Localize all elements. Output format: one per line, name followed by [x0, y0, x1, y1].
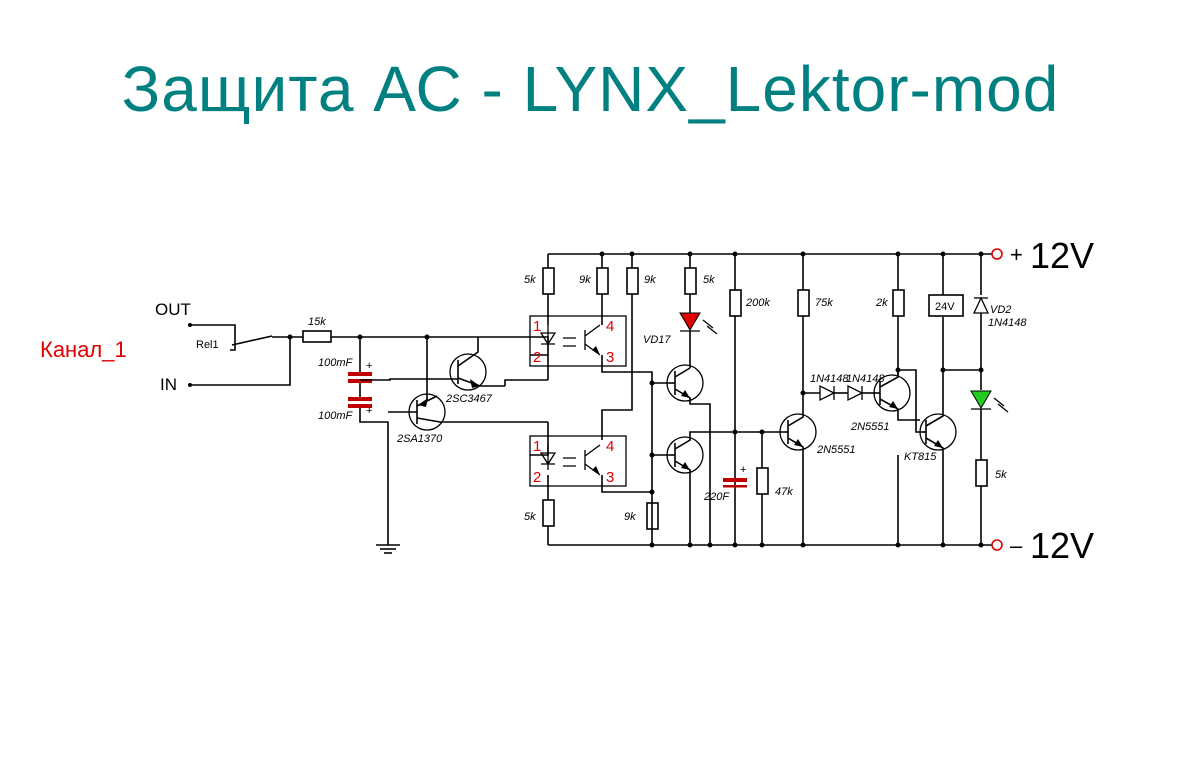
svg-text:100mF: 100mF	[318, 357, 354, 369]
svg-text:220F: 220F	[703, 491, 730, 503]
svg-text:1N4148: 1N4148	[846, 373, 885, 385]
resistor-5k-green: 5k	[975, 459, 1007, 487]
transistor-2sc3467: 2SC3467	[360, 337, 505, 405]
svg-text:4: 4	[606, 438, 614, 455]
svg-text:+: +	[366, 405, 372, 417]
svg-text:+: +	[740, 464, 746, 476]
in-label: IN	[160, 375, 177, 394]
channel-label: Канал_1	[40, 337, 127, 362]
svg-text:2N5551: 2N5551	[850, 421, 890, 433]
relay-contacts: Rel1	[188, 323, 291, 387]
resistor-75k: 75k	[797, 289, 833, 317]
svg-text:3: 3	[606, 349, 614, 366]
optocoupler-1: 1 2 4 3	[529, 315, 627, 367]
vpos-terminal	[991, 248, 1003, 260]
svg-text:200k: 200k	[745, 297, 770, 309]
vneg-label: 12V	[1030, 525, 1094, 566]
ground-symbol	[376, 544, 400, 554]
out-label: OUT	[155, 300, 191, 319]
led-green	[970, 390, 1009, 413]
svg-text:9k: 9k	[644, 274, 656, 286]
resistor-47k: 47k	[756, 467, 793, 498]
resistor-5k-opto1: 5k	[524, 267, 555, 295]
resistor-9k-bottom: 9k	[624, 502, 659, 530]
svg-text:75k: 75k	[815, 297, 833, 309]
transistor-mid-top	[666, 364, 711, 545]
svg-text:24V: 24V	[935, 301, 955, 313]
svg-text:2k: 2k	[875, 297, 888, 309]
diode-vd2: VD2 1N4148	[972, 296, 1027, 329]
svg-text:3: 3	[606, 469, 614, 486]
relay-coil-24v: 24V	[928, 294, 964, 317]
transistor-2sa1370: 2SA1370	[388, 379, 548, 445]
svg-text:VD17: VD17	[643, 334, 671, 346]
svg-text:1: 1	[533, 318, 541, 335]
svg-text:2SA1370: 2SA1370	[396, 433, 443, 445]
svg-text:4: 4	[606, 318, 614, 335]
capacitor-100mf-1: 100mF +	[318, 337, 372, 383]
svg-text:1N4148: 1N4148	[988, 317, 1027, 329]
transistor-kt815: KT815	[904, 317, 957, 545]
svg-text:KT815: KT815	[904, 451, 937, 463]
svg-text:5k: 5k	[703, 274, 715, 286]
svg-text:1: 1	[533, 438, 541, 455]
resistor-5k-led: 5k	[684, 267, 715, 295]
svg-text:1N4148: 1N4148	[810, 373, 849, 385]
page-title: Защита АС - LYNX_Lektor-mod	[121, 53, 1060, 125]
transistor-mid-bottom	[666, 431, 735, 545]
svg-text:2N5551: 2N5551	[816, 444, 856, 456]
capacitor-100mf-2: 100mF +	[318, 383, 389, 545]
resistor-9k-opto2: 9k	[626, 267, 656, 295]
svg-text:9k: 9k	[624, 511, 636, 523]
svg-text:47k: 47k	[775, 486, 793, 498]
vneg-terminal	[991, 539, 1003, 551]
svg-text:5k: 5k	[995, 469, 1007, 481]
led-red-vd17: VD17	[643, 312, 718, 346]
resistor-2k: 2k	[875, 289, 905, 317]
svg-text:2: 2	[533, 469, 541, 486]
capacitor-220f: + 220F	[703, 464, 747, 503]
svg-text:9k: 9k	[579, 274, 591, 286]
svg-text:2SC3467: 2SC3467	[445, 393, 493, 405]
transistor-2n5551-1: 2N5551	[779, 412, 856, 545]
resistor-15k: 15k	[302, 316, 332, 343]
svg-text:VD2: VD2	[990, 304, 1011, 316]
transistor-2n5551-2: 2N5551	[850, 370, 920, 433]
optocoupler-2: 1 2 4 3	[529, 435, 627, 487]
relay-label: Rel1	[196, 339, 219, 351]
svg-text:5k: 5k	[524, 274, 536, 286]
svg-text:5k: 5k	[524, 511, 536, 523]
svg-text:100mF: 100mF	[318, 410, 354, 422]
minus-sign: –	[1010, 533, 1023, 558]
svg-text:2: 2	[533, 349, 541, 366]
svg-text:15k: 15k	[308, 316, 326, 328]
vpos-label: 12V	[1030, 235, 1094, 276]
svg-text:+: +	[366, 360, 372, 372]
diode-1n4148-1: 1N4148	[810, 373, 849, 402]
resistor-5k-opto2: 5k	[524, 499, 555, 527]
resistor-200k: 200k	[729, 289, 770, 317]
plus-sign: +	[1010, 242, 1023, 267]
resistor-9k-opto1: 9k	[579, 267, 609, 295]
